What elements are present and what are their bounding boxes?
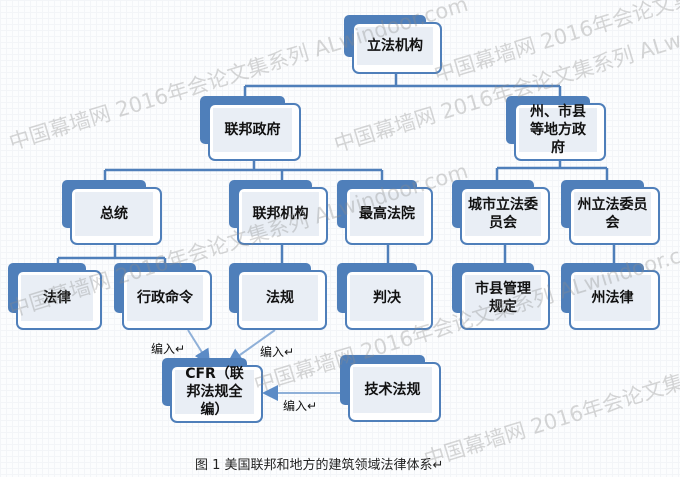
node-tech-reg: 技术法规 [340, 355, 441, 422]
node-cfr: CFR（联邦法规全编） [162, 358, 263, 423]
arrow-reg-cfr [226, 329, 276, 365]
node-supreme-court: 最高法院 [337, 180, 433, 245]
node-federal-gov: 联邦政府 [200, 96, 301, 161]
node-president: 总统 [62, 180, 162, 245]
edge-label-tech: 编入↵ [283, 399, 318, 413]
node-legislature: 立法机构 [344, 15, 442, 74]
edge-label-exec: 编入↵ [151, 342, 186, 356]
node-city-committee: 城市立法委员会 [452, 180, 550, 245]
edge-legislature [243, 72, 562, 98]
edge-label-reg: 编入↵ [260, 345, 295, 359]
arrow-exec-cfr [187, 329, 211, 366]
node-state-law: 州法律 [561, 263, 660, 330]
node-county-rules: 市县管理规定 [452, 263, 550, 330]
node-state-committee: 州立法委员会 [561, 180, 660, 245]
node-law: 法律 [8, 263, 102, 330]
node-executive-order: 行政命令 [114, 263, 212, 330]
node-local-gov: 州、市县等地方政府 [506, 96, 606, 161]
node-federal-agency: 联邦机构 [229, 180, 328, 245]
node-regulation: 法规 [229, 263, 327, 330]
node-ruling: 判决 [337, 263, 433, 330]
edge-local [495, 160, 609, 182]
edge-federal [103, 160, 384, 182]
figure-caption: 图 1 美国联邦和地方的建筑领域法律体系↵ [195, 458, 444, 473]
edge-president [56, 245, 167, 265]
